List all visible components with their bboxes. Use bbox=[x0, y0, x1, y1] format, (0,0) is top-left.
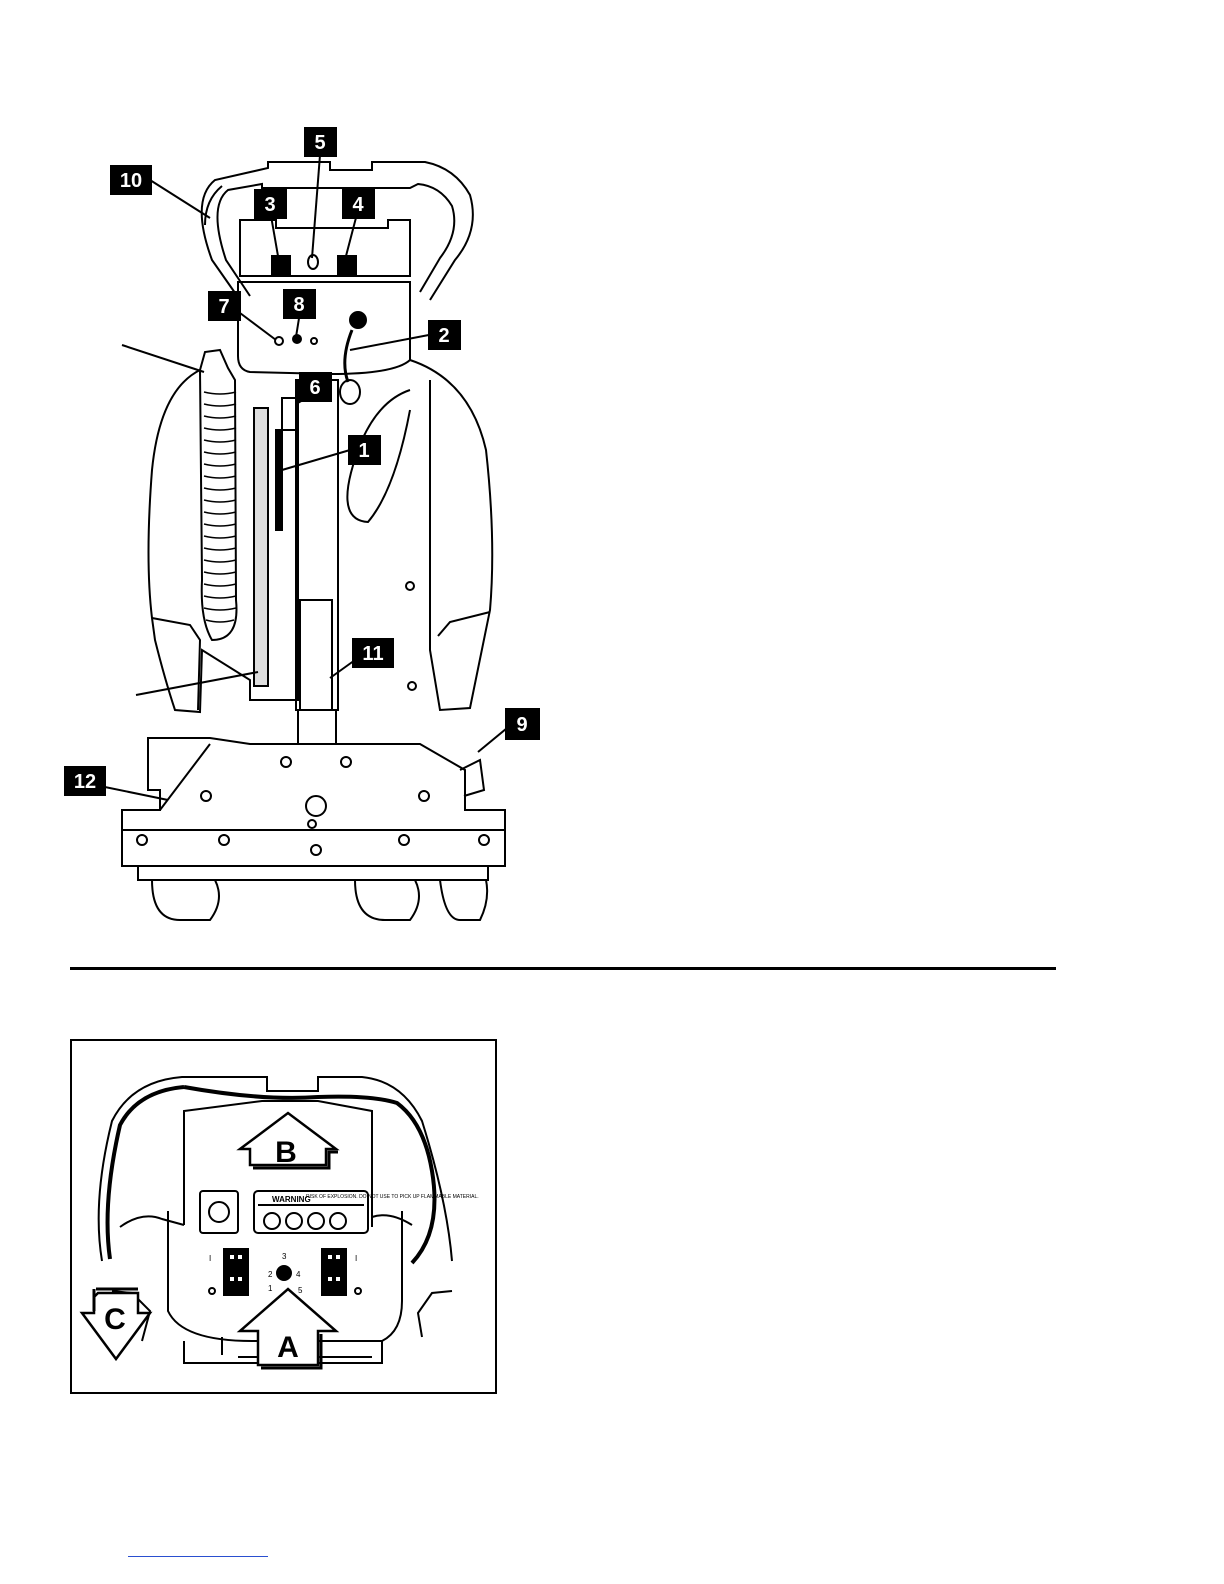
section-divider bbox=[70, 967, 1056, 970]
callout-3: 3 bbox=[254, 189, 287, 219]
callout-6: 6 bbox=[299, 372, 332, 402]
vacuum-switch bbox=[224, 1249, 248, 1295]
svg-text:RISK OF EXPLOSION. DO NOT USE: RISK OF EXPLOSION. DO NOT USE TO PICK UP… bbox=[306, 1194, 479, 1200]
svg-text:2: 2 bbox=[438, 325, 449, 347]
svg-text:8: 8 bbox=[293, 294, 304, 316]
inset-figure: WARNING RISK OF EXPLOSION. DO NOT USE TO… bbox=[70, 1039, 497, 1394]
arrow-b: B bbox=[240, 1113, 338, 1169]
svg-text:9: 9 bbox=[516, 714, 527, 736]
svg-text:I: I bbox=[209, 1254, 211, 1263]
callout-2: 2 bbox=[428, 320, 461, 350]
callout-1: 1 bbox=[348, 435, 381, 465]
body-outline bbox=[149, 370, 299, 712]
pump-switch bbox=[322, 1249, 346, 1295]
callout-4: 4 bbox=[342, 189, 375, 219]
svg-text:A: A bbox=[277, 1331, 299, 1364]
svg-text:5: 5 bbox=[314, 132, 325, 154]
svg-text:6: 6 bbox=[309, 377, 320, 399]
svg-text:1: 1 bbox=[358, 440, 369, 462]
svg-text:4: 4 bbox=[296, 1270, 301, 1279]
callout-8: 8 bbox=[283, 289, 316, 319]
svg-text:B: B bbox=[275, 1136, 297, 1169]
flow-dial bbox=[277, 1266, 291, 1280]
callout-5: 5 bbox=[304, 127, 337, 157]
svg-text:C: C bbox=[104, 1303, 126, 1336]
svg-text:3: 3 bbox=[264, 194, 275, 216]
svg-text:11: 11 bbox=[362, 643, 383, 665]
svg-text:4: 4 bbox=[352, 194, 364, 216]
svg-text:WARNING: WARNING bbox=[272, 1195, 311, 1204]
callout-9: 9 bbox=[505, 708, 540, 740]
svg-text:3: 3 bbox=[282, 1252, 287, 1261]
handle-inner bbox=[217, 184, 454, 296]
machine-diagram: 1 2 3 4 5 6 7 8 9 10 11 12 bbox=[0, 0, 1224, 960]
callout-11: 11 bbox=[352, 638, 394, 668]
svg-text:I: I bbox=[355, 1254, 357, 1263]
handle-outline bbox=[202, 162, 473, 300]
callout-12: 12 bbox=[64, 766, 106, 796]
svg-text:1: 1 bbox=[268, 1284, 273, 1293]
svg-text:5: 5 bbox=[298, 1286, 303, 1295]
footer-rule bbox=[128, 1556, 268, 1557]
svg-text:10: 10 bbox=[120, 170, 142, 192]
svg-text:2: 2 bbox=[268, 1270, 273, 1279]
svg-text:12: 12 bbox=[74, 771, 96, 793]
svg-text:7: 7 bbox=[218, 296, 229, 318]
wand-tube bbox=[254, 408, 268, 686]
callout-7: 7 bbox=[208, 291, 241, 321]
control-panel-upper bbox=[240, 220, 410, 276]
control-panel-lower bbox=[238, 282, 410, 374]
callout-10: 10 bbox=[110, 165, 152, 195]
